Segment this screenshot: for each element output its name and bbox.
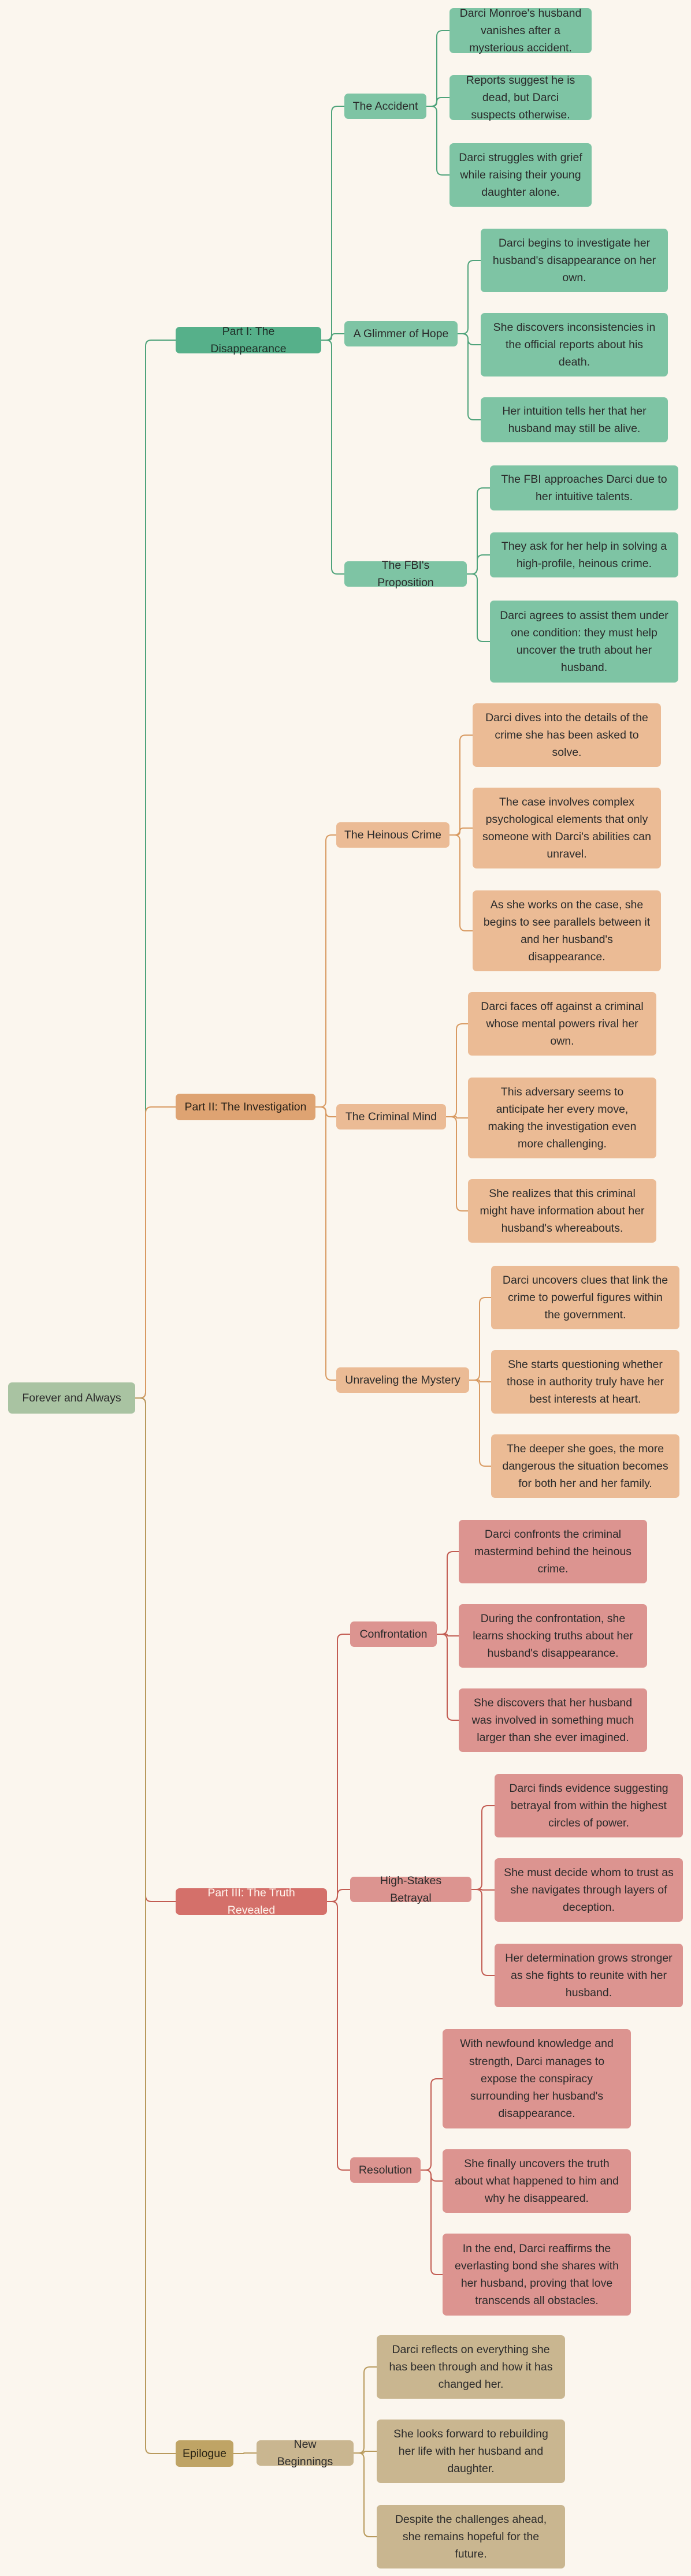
section-node-resolution[interactable]: Resolution [350, 2157, 421, 2183]
connector-line [426, 97, 449, 107]
connector-line [469, 1380, 491, 1467]
part-node-truth-revealed[interactable]: Part III: The Truth Revealed [176, 1887, 327, 1917]
leaf-node[interactable]: Darci dives into the details of the crim… [473, 703, 661, 767]
leaf-node[interactable]: The FBI approaches Darci due to her intu… [490, 465, 678, 510]
leaf-node[interactable]: She starts questioning whether those in … [491, 1350, 679, 1414]
leaf-node[interactable]: Darci faces off against a criminal whose… [468, 992, 656, 1056]
connector-line [135, 1397, 176, 1902]
connector-line [449, 834, 473, 931]
connector-line [327, 1901, 350, 2171]
connector-line [449, 827, 473, 836]
connector-line [446, 1023, 468, 1117]
section-node-the-accident[interactable]: The Accident [344, 94, 426, 119]
connector-line [471, 1889, 495, 1976]
connector-line [458, 260, 481, 334]
leaf-node[interactable]: The case involves complex psychological … [473, 788, 661, 868]
leaf-node[interactable]: During the confrontation, she learns sho… [459, 1604, 647, 1668]
connector-line [354, 2366, 377, 2454]
connector-line [467, 573, 490, 642]
leaf-node[interactable]: She discovers that her husband was invol… [459, 1688, 647, 1752]
connector-line [421, 2169, 443, 2275]
connector-line [467, 487, 490, 575]
part-node-investigation[interactable]: Part II: The Investigation [176, 1094, 315, 1120]
section-node-criminal-mind[interactable]: The Criminal Mind [336, 1104, 446, 1129]
leaf-node[interactable]: She discovers inconsistencies in the off… [481, 313, 668, 376]
section-node-high-stakes-betrayal[interactable]: High-Stakes Betrayal [350, 1874, 471, 1904]
connector-line [321, 340, 344, 575]
connector-line [426, 106, 449, 176]
connector-line [469, 1380, 491, 1382]
leaf-node[interactable]: Darci uncovers clues that link the crime… [491, 1266, 679, 1329]
connector-line [315, 1106, 336, 1381]
leaf-node[interactable]: They ask for her help in solving a high-… [490, 532, 678, 577]
connector-line [458, 333, 481, 345]
connector-line [135, 340, 176, 1399]
connector-line [458, 333, 481, 420]
connector-line [471, 1805, 495, 1890]
section-node-confrontation[interactable]: Confrontation [350, 1621, 437, 1647]
root-node[interactable]: Forever and Always [8, 1382, 135, 1414]
connector-line [426, 30, 449, 107]
leaf-node[interactable]: Darci Monroe's husband vanishes after a … [449, 7, 592, 54]
connector-line [446, 1116, 468, 1211]
connector-line [471, 1889, 495, 1891]
leaf-node[interactable]: The deeper she goes, the more dangerous … [491, 1434, 679, 1498]
connector-line [315, 834, 336, 1108]
connector-line [327, 1889, 350, 1902]
leaf-node[interactable]: As she works on the case, she begins to … [473, 890, 661, 971]
leaf-node[interactable]: Darci reflects on everything she has bee… [377, 2335, 565, 2399]
leaf-node[interactable]: She finally uncovers the truth about wha… [443, 2149, 631, 2213]
leaf-node[interactable]: With newfound knowledge and strength, Da… [443, 2029, 631, 2128]
connector-line [233, 2452, 257, 2454]
connector-line [437, 1551, 459, 1635]
section-node-unraveling-mystery[interactable]: Unraveling the Mystery [336, 1367, 469, 1393]
leaf-node[interactable]: Her intuition tells her that her husband… [481, 397, 668, 442]
connector-line [327, 1634, 350, 1902]
section-node-fbi-proposition[interactable]: The FBI's Proposition [344, 559, 467, 589]
leaf-node[interactable]: Darci confronts the criminal mastermind … [459, 1520, 647, 1583]
connector-line [421, 2078, 443, 2171]
section-node-new-beginnings[interactable]: New Beginnings [257, 2438, 354, 2468]
leaf-node[interactable]: She looks forward to rebuilding her life… [377, 2420, 565, 2483]
leaf-node[interactable]: Darci struggles with grief while raising… [449, 143, 592, 207]
leaf-node[interactable]: Darci finds evidence suggesting betrayal… [495, 1774, 683, 1837]
leaf-node[interactable]: Her determination grows stronger as she … [495, 1944, 683, 2007]
leaf-node[interactable]: Despite the challenges ahead, she remain… [377, 2505, 565, 2568]
section-node-heinous-crime[interactable]: The Heinous Crime [336, 822, 449, 848]
connector-line [135, 1106, 176, 1399]
leaf-node[interactable]: She must decide whom to trust as she nav… [495, 1858, 683, 1922]
connector-line [135, 1397, 176, 2454]
connector-line [354, 2452, 377, 2537]
leaf-node[interactable]: Reports suggest he is dead, but Darci su… [449, 74, 592, 121]
connector-line [321, 333, 344, 341]
leaf-node[interactable]: This adversary seems to anticipate her e… [468, 1078, 656, 1158]
connector-line [437, 1634, 459, 1636]
connector-line [469, 1297, 491, 1381]
connector-line [354, 2451, 377, 2454]
leaf-node[interactable]: Darci begins to investigate her husband'… [481, 229, 668, 292]
connector-line [437, 1634, 459, 1721]
section-node-glimmer-of-hope[interactable]: A Glimmer of Hope [344, 321, 458, 346]
leaf-node[interactable]: In the end, Darci reaffirms the everlast… [443, 2234, 631, 2316]
connector-line [446, 1116, 468, 1119]
connector-line [467, 554, 490, 575]
part-node-disappearance[interactable]: Part I: The Disappearance [176, 325, 321, 355]
leaf-node[interactable]: She realizes that this criminal might ha… [468, 1179, 656, 1243]
leaf-node[interactable]: Darci agrees to assist them under one co… [490, 601, 678, 683]
connector-line [449, 735, 473, 836]
connector-line [321, 106, 344, 341]
part-node-epilogue[interactable]: Epilogue [176, 2440, 233, 2467]
